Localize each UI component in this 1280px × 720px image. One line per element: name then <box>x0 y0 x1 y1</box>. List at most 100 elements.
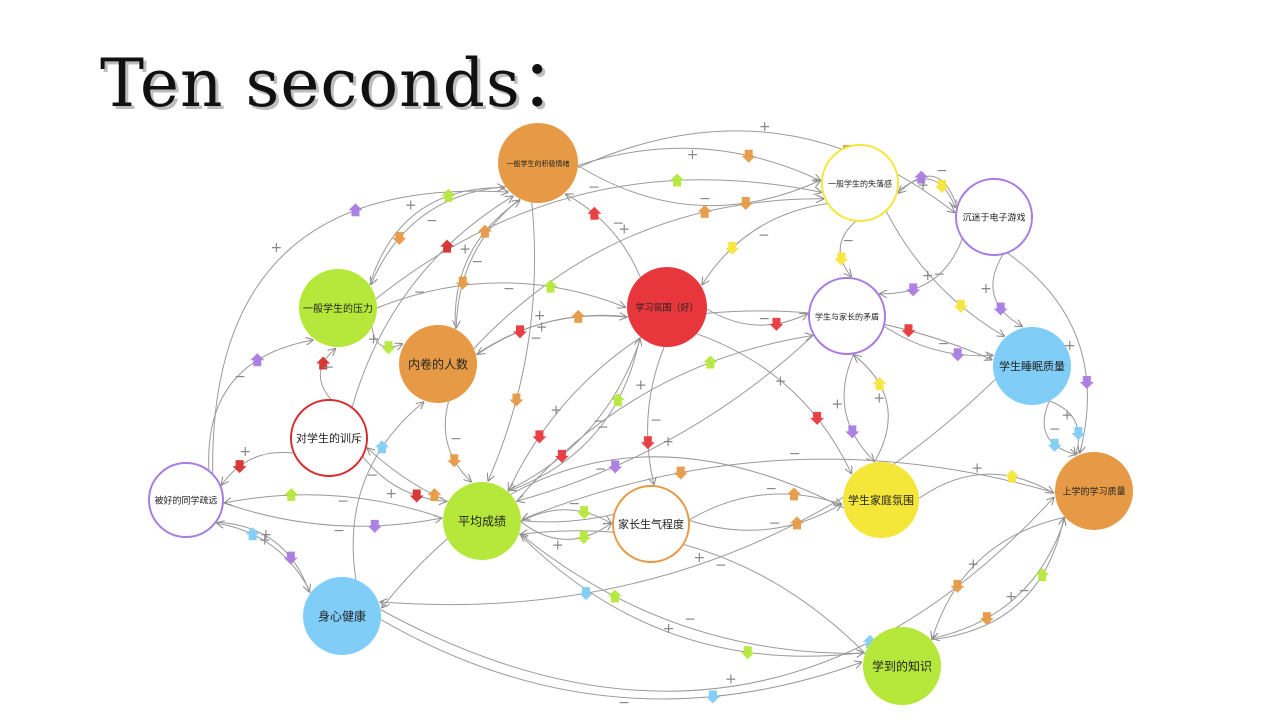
polarity-sign: + <box>459 242 471 258</box>
polarity-sign: − <box>1049 421 1061 437</box>
causal-link <box>225 494 444 519</box>
node-label: 平均成绩 <box>458 515 506 529</box>
causal-link <box>1049 400 1078 454</box>
causal-link <box>566 194 641 278</box>
slide-title: Ten seconds： <box>100 45 588 122</box>
polarity-sign: + <box>271 240 283 256</box>
arrow-down-icon <box>979 612 994 626</box>
causal-link <box>1006 252 1088 453</box>
arrow-down-icon <box>738 197 753 211</box>
causal-link <box>577 147 820 180</box>
causal-link <box>577 165 820 207</box>
polarity-sign: − <box>1018 583 1030 599</box>
arrow-up-icon <box>1035 568 1050 582</box>
arrow-up-icon <box>790 516 805 530</box>
causal-link <box>577 130 955 212</box>
polarity-sign: − <box>337 494 349 510</box>
arrow-down-icon <box>810 411 825 425</box>
node-avg-score: 平均成绩 <box>443 482 521 560</box>
node-circle <box>843 462 919 538</box>
node-label: 学到的知识 <box>872 659 932 674</box>
arrow-up-icon <box>427 488 442 502</box>
causal-link <box>509 337 642 490</box>
polarity-sign: + <box>1061 407 1073 423</box>
node-scolding: 对学生的训斥 <box>290 399 368 477</box>
polarity-sign: + <box>260 527 272 543</box>
polarity-sign: − <box>758 311 770 327</box>
causal-link <box>222 451 295 484</box>
polarity-sign: + <box>775 373 787 389</box>
arrow-down-icon <box>409 489 424 503</box>
causal-link <box>352 402 423 580</box>
arrow-up-icon <box>670 173 685 187</box>
node-label: 学习氛围（好） <box>635 302 698 314</box>
arrow-down-icon <box>901 324 916 338</box>
causal-link <box>521 534 866 654</box>
polarity-sign: + <box>725 671 737 687</box>
polarity-sign: + <box>832 396 844 412</box>
causal-link <box>880 238 963 294</box>
polarity-sign: + <box>259 532 271 548</box>
variable-nodes: 一般学生的积极情绪一般学生的失落感沉迷于电子游戏一般学生的压力学习氛围（好）学生… <box>148 123 1133 705</box>
causal-link <box>507 339 640 492</box>
node-sleep: 学生睡眠质量 <box>993 327 1071 405</box>
node-label: 学生睡眠质量 <box>999 359 1065 373</box>
node-circle <box>498 123 578 203</box>
arrow-up-icon <box>786 487 801 501</box>
polarity-sign: − <box>593 414 605 430</box>
polarity-sign: − <box>333 523 345 539</box>
polarity-sign: + <box>618 222 630 238</box>
polarity-sign: − <box>367 467 379 483</box>
arrow-down-icon <box>381 341 396 355</box>
node-circle <box>993 327 1071 405</box>
node-label: 内卷的人数 <box>408 357 468 372</box>
causal-link <box>843 353 874 460</box>
arrow-down-icon <box>367 519 382 533</box>
arrow-down-icon <box>554 449 569 463</box>
node-label: 一般学生的积极情绪 <box>507 159 570 168</box>
arrow-up-icon <box>250 353 265 367</box>
node-positive-emotion: 一般学生的积极情绪 <box>498 123 578 203</box>
polarity-sign: − <box>588 179 600 195</box>
arrow-down-icon <box>673 466 688 480</box>
node-circle <box>399 325 477 403</box>
causal-links <box>208 130 1088 700</box>
node-alienated: 被好的同学疏远 <box>148 462 224 538</box>
polarity-sign: − <box>758 227 770 243</box>
polarity-sign: − <box>597 420 609 436</box>
causal-link <box>702 203 829 285</box>
node-label: 家长生气程度 <box>618 517 684 531</box>
arrow-up-icon <box>610 393 625 407</box>
causal-link <box>885 210 1004 336</box>
node-label: 学生与家长的矛盾 <box>815 312 879 322</box>
polarity-sign: − <box>650 413 662 429</box>
polarity-sign: − <box>765 481 777 497</box>
polarity-sign: + <box>635 377 647 393</box>
polarity-sign: − <box>936 163 948 179</box>
polarity-sign: + <box>239 444 251 460</box>
arrow-down-icon <box>950 348 965 362</box>
node-circle <box>443 482 521 560</box>
node-circle <box>148 462 224 538</box>
causal-link <box>1043 400 1076 454</box>
node-label: 对学生的训斥 <box>296 431 362 445</box>
arrow-down-icon <box>740 646 755 660</box>
causal-link <box>444 401 471 482</box>
causal-link <box>454 201 519 330</box>
polarity-sign: − <box>933 267 945 283</box>
arrow-up-icon <box>872 376 887 390</box>
causal-link <box>473 199 823 349</box>
polarity-sign: + <box>536 320 548 336</box>
node-label: 一般学生的压力 <box>303 302 373 315</box>
arrow-down-icon <box>640 436 655 450</box>
causal-link <box>518 334 815 501</box>
causal-link <box>217 523 312 593</box>
polarity-sign: + <box>971 460 983 476</box>
arrow-down-icon <box>283 551 298 565</box>
causal-link <box>839 220 857 276</box>
polarity-sign: + <box>917 178 929 194</box>
node-circle <box>955 178 1033 256</box>
polarity-sign: − <box>530 330 542 346</box>
arrow-down-icon <box>392 231 407 245</box>
